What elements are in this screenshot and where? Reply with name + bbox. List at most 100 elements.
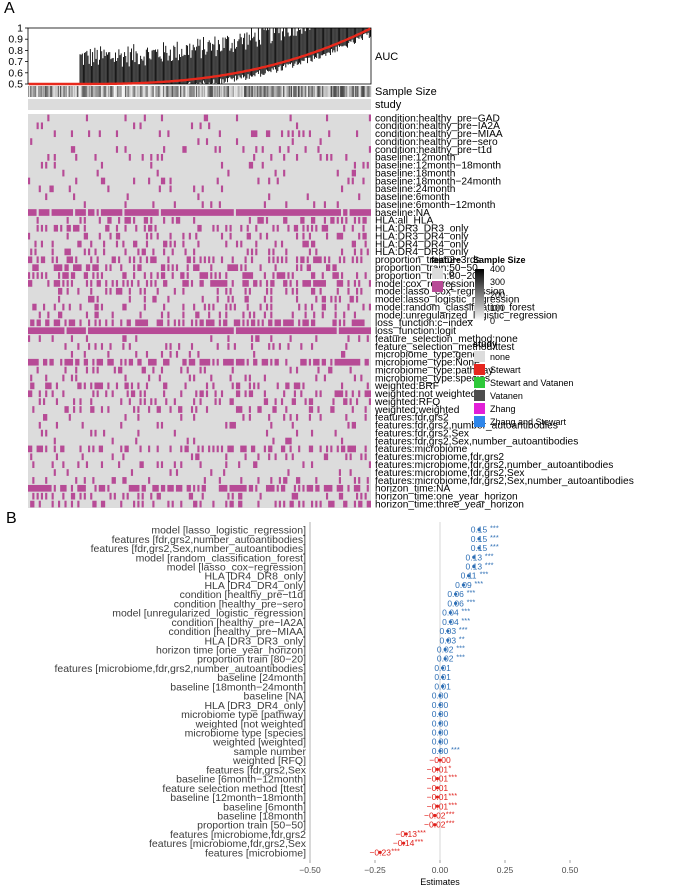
heatmap-cell xyxy=(85,461,89,468)
auc-tick-label: 0.7 xyxy=(8,56,23,68)
sample-size-cell xyxy=(32,86,34,97)
heatmap-cell xyxy=(235,382,241,390)
heatmap-cell xyxy=(225,311,228,319)
sample-size-cell xyxy=(284,86,286,97)
sample-size-cell xyxy=(62,86,64,97)
sample-size-cell xyxy=(49,86,52,97)
heatmap-cell xyxy=(70,280,74,287)
sample-size-cell xyxy=(56,86,58,97)
estimate-point xyxy=(472,564,476,569)
heatmap-row-label: proportion_train:80−20 xyxy=(375,271,478,282)
heatmap-cell xyxy=(330,358,333,366)
heatmap-cell xyxy=(238,461,241,468)
heatmap-cell xyxy=(62,303,65,311)
heatmap-cell xyxy=(231,256,234,264)
heatmap-cell xyxy=(325,264,331,271)
heatmap-cell xyxy=(319,500,322,508)
heatmap-cell xyxy=(148,358,157,366)
heatmap-cell xyxy=(263,398,269,405)
heatmap-cell xyxy=(55,421,59,429)
heatmap-cell xyxy=(171,272,174,279)
heatmap-cell xyxy=(160,421,164,429)
heatmap-cell xyxy=(265,280,269,287)
heatmap-cell xyxy=(169,406,172,413)
heatmap-cell xyxy=(128,295,131,303)
sample-size-cell xyxy=(190,86,192,97)
heatmap-cell xyxy=(195,311,200,319)
heatmap-cell xyxy=(246,224,249,232)
sample-size-cell xyxy=(72,86,74,97)
sample-size-legend-title: Sample Size xyxy=(473,255,526,265)
study-legend-label: none xyxy=(490,352,510,362)
heatmap-cell xyxy=(240,477,243,484)
heatmap-cell xyxy=(115,382,119,390)
heatmap-cell xyxy=(345,154,348,161)
term-label: baseline [18month−24month] xyxy=(170,681,306,693)
heatmap-cell xyxy=(218,146,221,153)
sample-size-cell xyxy=(149,86,151,97)
heatmap-cell xyxy=(235,406,243,413)
heatmap-row-label: features:fdr,grs2,Sex,number_autoantibod… xyxy=(375,436,578,447)
heatmap-cell xyxy=(83,492,86,500)
heatmap-cell xyxy=(289,114,292,122)
heatmap-cell xyxy=(64,343,67,350)
sample-size-cell xyxy=(61,86,63,97)
heatmap-cell xyxy=(199,461,202,468)
heatmap-cell xyxy=(135,319,149,327)
heatmap-cell xyxy=(199,319,204,327)
sample-size-cell xyxy=(173,86,175,97)
heatmap-cell xyxy=(283,154,286,161)
heatmap-cell xyxy=(40,272,44,279)
heatmap-cell xyxy=(124,248,127,256)
sample-size-cell xyxy=(50,86,53,97)
sample-size-cell xyxy=(63,86,65,97)
heatmap-cell xyxy=(38,421,41,429)
heatmap-cell xyxy=(253,461,258,468)
heatmap-cell xyxy=(248,374,251,382)
heatmap-cell xyxy=(295,414,299,421)
heatmap-cell xyxy=(225,272,228,279)
heatmap-cell xyxy=(88,209,95,216)
heatmap-cell xyxy=(255,240,258,248)
estimate-point xyxy=(402,841,406,845)
heatmap-cell xyxy=(180,272,185,279)
sample-size-cell xyxy=(216,86,218,97)
sample-size-cell xyxy=(258,86,261,97)
estimate-value: 0.00 xyxy=(432,691,449,701)
heatmap-cell xyxy=(244,295,249,303)
estimate-stars: *** xyxy=(490,533,499,542)
heatmap-cell xyxy=(139,390,142,398)
heatmap-cell xyxy=(310,500,314,508)
heatmap-cell xyxy=(287,146,290,153)
heatmap-cell xyxy=(133,500,136,508)
heatmap-cell xyxy=(280,398,284,405)
heatmap-cell xyxy=(276,177,279,185)
heatmap-cell xyxy=(92,366,95,374)
heatmap-cell xyxy=(32,264,39,271)
heatmap-cell xyxy=(169,445,172,453)
heatmap-cell xyxy=(295,366,299,374)
heatmap-cell xyxy=(137,358,142,366)
heatmap-cell xyxy=(353,280,356,287)
sample-size-cell xyxy=(300,86,302,97)
heatmap-cell xyxy=(199,280,204,287)
heatmap-cell xyxy=(58,311,63,319)
heatmap-cell xyxy=(274,240,277,248)
heatmap-cell xyxy=(152,366,155,374)
heatmap-cell xyxy=(355,130,359,138)
heatmap-cell xyxy=(304,303,307,311)
heatmap-cell xyxy=(171,264,174,271)
study-legend-label: Zhang xyxy=(490,404,516,414)
auc-tick-label: 0.8 xyxy=(8,45,23,57)
heatmap-cell xyxy=(45,272,48,279)
x-tick-label: −0.25 xyxy=(364,865,386,875)
heatmap-cell xyxy=(175,264,179,271)
heatmap-cell xyxy=(272,272,275,279)
heatmap-cell xyxy=(62,272,69,279)
heatmap-cell xyxy=(313,201,316,208)
heatmap-cell xyxy=(298,303,301,311)
heatmap-cell xyxy=(156,319,164,327)
heatmap-cell xyxy=(310,240,316,248)
heatmap-cell xyxy=(306,224,309,232)
heatmap-cell xyxy=(156,461,159,468)
